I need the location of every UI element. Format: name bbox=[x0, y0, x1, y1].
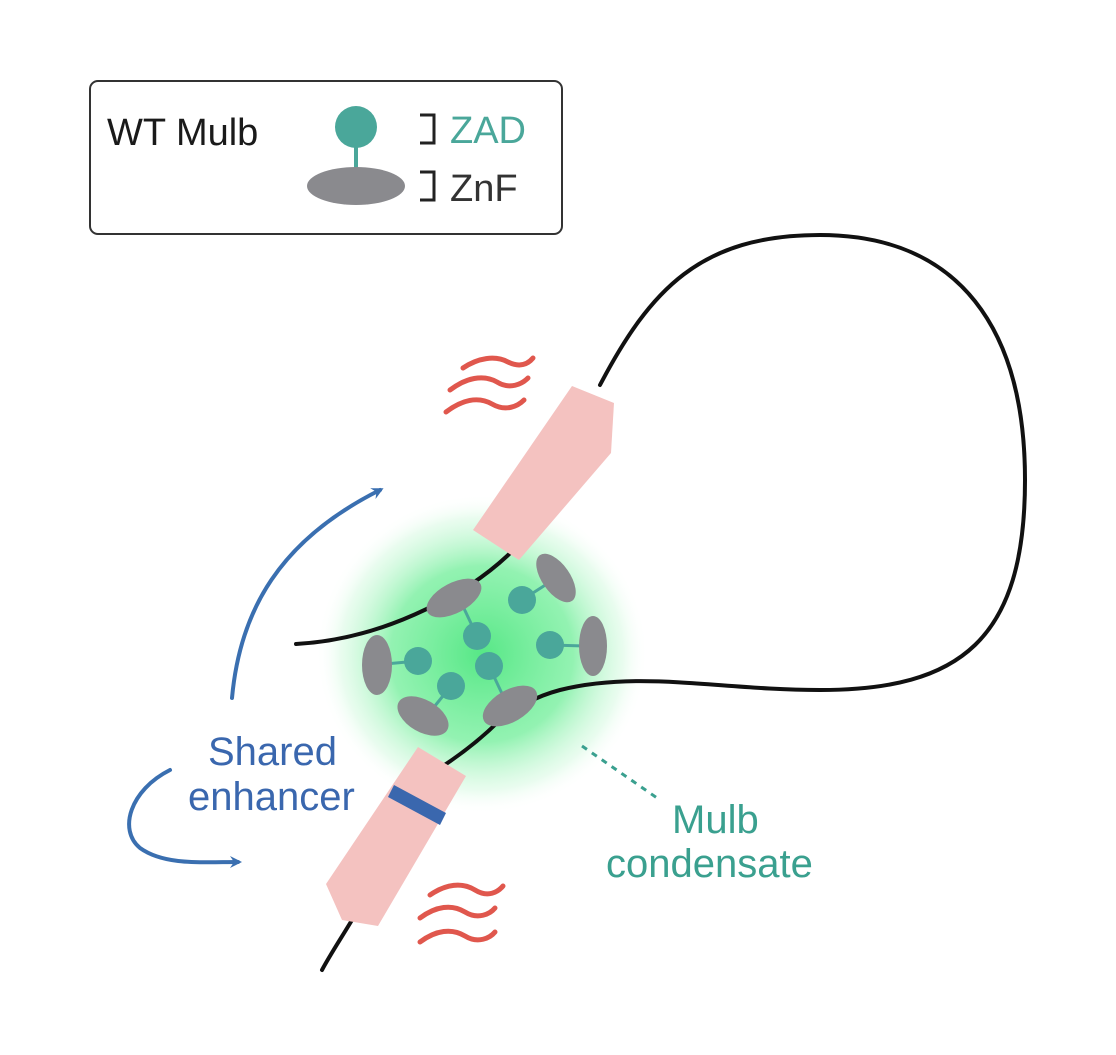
legend-znf-label: ZnF bbox=[450, 168, 518, 210]
legend: WT Mulb ZAD ZnF bbox=[89, 80, 563, 235]
mulb-protein bbox=[397, 672, 465, 736]
condensate-label-line1: Mulb bbox=[672, 798, 759, 842]
dna-loop bbox=[498, 232, 1028, 722]
mulb-proteins bbox=[362, 553, 607, 736]
condensate-pointer bbox=[581, 744, 661, 802]
shared-enhancer-label-line1: Shared bbox=[208, 730, 337, 774]
legend-zad-domain bbox=[335, 106, 377, 148]
shared-enhancer-band bbox=[388, 785, 446, 825]
legend-zad-bracket bbox=[420, 113, 436, 145]
legend-znf-domain bbox=[307, 167, 405, 205]
legend-znf-bracket bbox=[420, 170, 436, 202]
transcription-waves-bottom bbox=[417, 882, 506, 945]
mulb-protein bbox=[426, 578, 491, 650]
lower-gene bbox=[326, 747, 466, 926]
condensate-label-line2: condensate bbox=[606, 842, 813, 886]
lower-gene-group bbox=[326, 747, 466, 926]
legend-box bbox=[89, 80, 563, 235]
mulb-protein bbox=[475, 652, 538, 727]
mulb-protein bbox=[508, 553, 576, 614]
transcription-waves-top bbox=[443, 355, 536, 415]
dna-tail bbox=[320, 918, 354, 972]
legend-zad-label: ZAD bbox=[450, 110, 526, 152]
upper-gene bbox=[473, 386, 614, 560]
loop-arrow bbox=[127, 768, 242, 869]
upward-arrow bbox=[230, 488, 384, 700]
legend-title: WT Mulb bbox=[107, 112, 258, 154]
mulb-protein bbox=[536, 616, 607, 676]
mulb-protein bbox=[362, 635, 432, 695]
shared-enhancer-label-line2: enhancer bbox=[188, 775, 355, 819]
legend-mulb-icon bbox=[307, 106, 405, 205]
